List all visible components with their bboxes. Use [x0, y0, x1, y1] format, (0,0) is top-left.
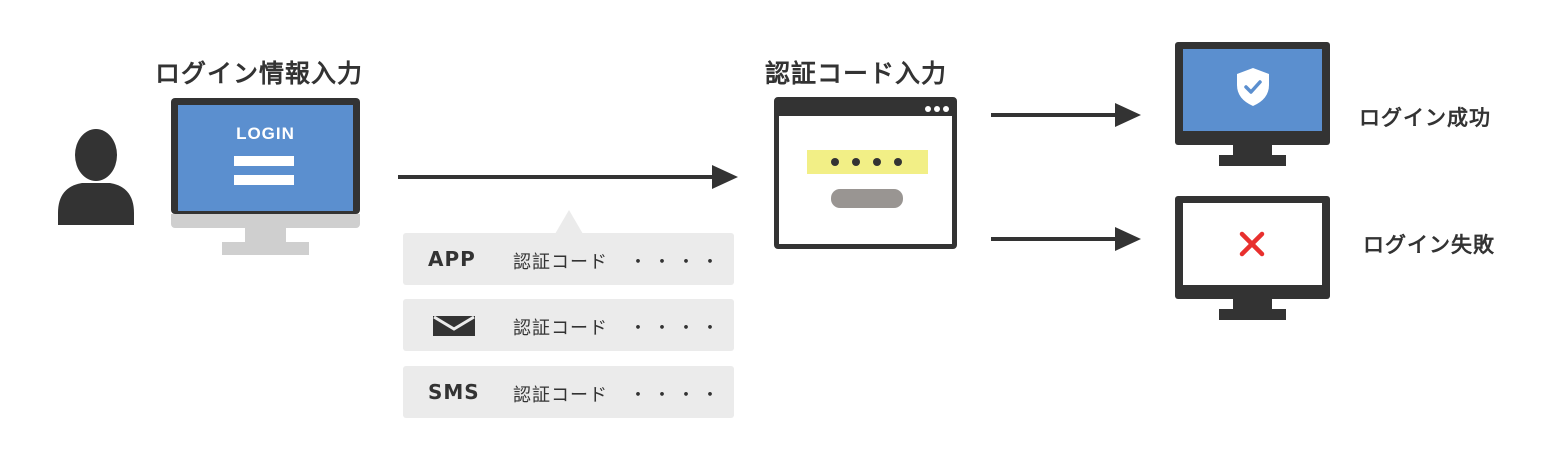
method-label: 認証コード: [513, 385, 608, 406]
code-field: [807, 150, 928, 174]
code-input-window: [774, 97, 957, 249]
code-input-title: 認証コード入力: [765, 59, 948, 88]
login-field-2: [234, 175, 294, 185]
callout-pointer: [555, 210, 583, 234]
login-heading: LOGIN: [236, 124, 295, 143]
arrow-to-success: [991, 103, 1141, 127]
method-dots: ・・・・: [629, 318, 725, 339]
submit-button: [831, 189, 903, 208]
failure-monitor: [1175, 196, 1330, 320]
close-icon: [1239, 231, 1265, 257]
method-type-sms: SMS: [428, 380, 480, 404]
shield-check-icon: [1237, 68, 1269, 106]
result-success-label: ログイン成功: [1359, 106, 1491, 130]
mail-icon: [433, 316, 475, 336]
login-monitor: LOGIN: [171, 98, 360, 255]
login-field-1: [234, 156, 294, 166]
method-label: 認証コード: [513, 318, 608, 339]
arrow-to-code: [398, 165, 738, 189]
success-monitor: [1175, 42, 1330, 166]
method-dots: ・・・・: [629, 385, 725, 406]
user-icon: [58, 129, 134, 225]
arrow-to-failure: [991, 227, 1141, 251]
result-failure-label: ログイン失敗: [1363, 233, 1495, 257]
method-dots: ・・・・: [629, 252, 725, 273]
login-input-title: ログイン情報入力: [155, 59, 364, 88]
method-sms: SMS 認証コード ・・・・: [403, 366, 734, 418]
method-label: 認証コード: [513, 252, 608, 273]
method-app: APP 認証コード ・・・・: [403, 233, 734, 285]
method-type-app: APP: [428, 247, 476, 271]
method-mail: 認証コード ・・・・: [403, 299, 734, 351]
